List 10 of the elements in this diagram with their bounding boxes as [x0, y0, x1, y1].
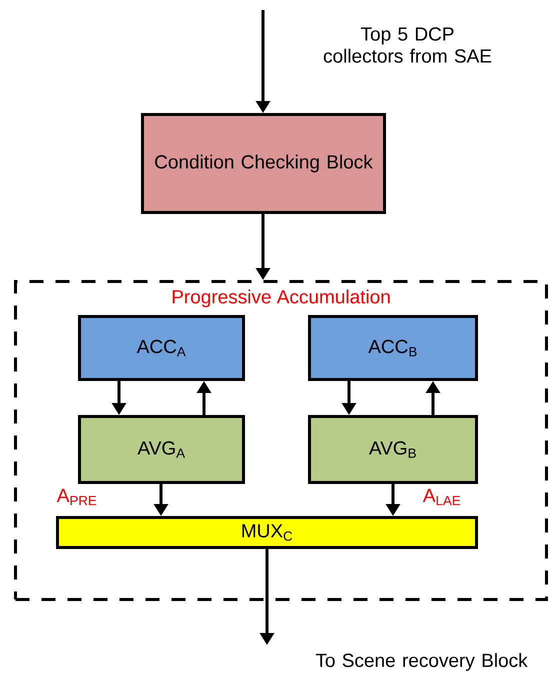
process-box: Condition Checking Block [141, 113, 386, 214]
process-box: AVG$_{A}$ [78, 415, 245, 484]
process-box: AVG$_{B}$ [308, 415, 478, 484]
process-box: ACC$_{B}$ [308, 315, 478, 381]
process-box: ACC$_{A}$ [78, 315, 245, 381]
edge-label: A$_{LAE}$ [422, 488, 460, 506]
edge-label: Top 5 DCP collectors from SAE [324, 27, 492, 63]
edge-label: A$_{PRE}$ [56, 488, 96, 506]
mux-bar: MUX$_{C}$ [56, 516, 478, 549]
edge-label: To Scene recovery Block [316, 653, 528, 671]
